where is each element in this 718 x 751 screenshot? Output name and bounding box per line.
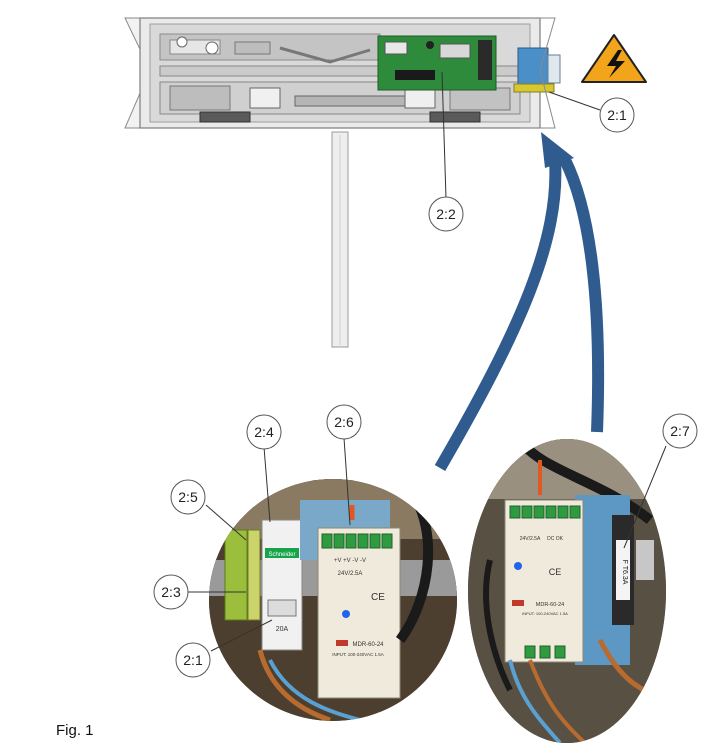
callout-left-2-4: 2:4 [246,414,282,450]
psu-terminals: +V +V -V -V [334,558,366,564]
detail-arrow [434,132,605,472]
psu-model: MDR-60-24 [352,642,384,648]
callout-top-2-2: 2:2 [428,196,464,232]
callout-left-2-6: 2:6 [326,404,362,440]
callout-label: 2:6 [334,414,354,430]
psu-input: INPUT: 100-240VAC 1.5A [332,652,383,657]
psu-right-model: MDR-60-24 [536,602,564,608]
breaker-rating: 20A [276,626,289,633]
leader-lines [188,437,667,652]
power-supply-unit-right [504,499,584,663]
psu-ce-mark: CE [371,592,385,603]
psu-right-input: INPUT: 100-240VAC 1.5A [522,611,568,616]
psu-right-dcok: DC OK [547,536,564,542]
circuit-breaker [261,519,303,651]
callout-left-2-5: 2:5 [170,479,206,515]
psu-rating: 24V/2.5A [338,571,363,577]
callout-label: 2:3 [161,584,181,600]
callout-label: 2:1 [607,107,627,123]
high-voltage-warning-icon [581,34,647,83]
callout-label: 2:5 [178,489,198,505]
breaker-brand: Schneider [268,552,295,558]
callout-label: 2:2 [436,206,456,222]
mechanical-unit [124,17,561,348]
callout-label: 2:1 [183,652,203,668]
detail-view-left: Schneider 20A +V +V -V -V 24V/2.5A CE MD… [209,479,457,721]
figure-caption: Fig. 1 [56,722,94,739]
callout-left-2-1: 2:1 [175,642,211,678]
fuse-marking: F T6.3A [621,560,628,585]
callout-left-2-3: 2:3 [153,574,189,610]
detail-view-right: 24V/2.5A DC OK CE MDR-60-24 INPUT: 100-2… [468,439,666,743]
callout-top-2-1: 2:1 [599,97,635,133]
psu-right-ce: CE [549,567,562,577]
callout-label: 2:4 [254,424,274,440]
power-supply-unit [317,527,401,699]
callout-right-2-7: 2:7 [662,413,698,449]
callout-label: 2:7 [670,423,690,439]
psu-right-rating: 24V/2.5A [520,536,541,542]
